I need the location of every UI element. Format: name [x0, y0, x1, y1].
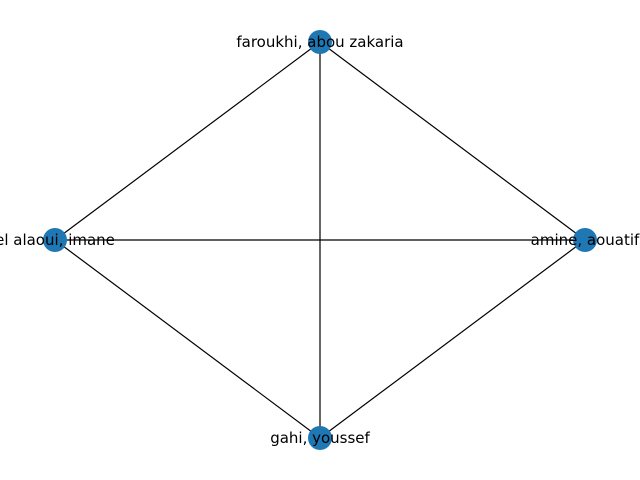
edge-farouk-alaoui — [54, 41, 321, 241]
node-farouk — [308, 30, 332, 54]
labels-layer: faroukhi, abou zakaria amine, aouatif gahi… — [0, 33, 640, 447]
edge-alaoui-gahi — [54, 239, 321, 439]
nodes-layer — [43, 30, 597, 450]
node-label-amine: amine, aouatif — [531, 231, 640, 249]
node-gahi — [308, 426, 332, 450]
node-alaoui — [43, 228, 67, 252]
edges-layer — [54, 41, 586, 439]
node-amine — [573, 228, 597, 252]
edge-farouk-amine — [319, 41, 586, 241]
node-label-gahi: gahi, youssef — [270, 429, 370, 447]
node-label-alaoui: el alaoui, imane — [0, 231, 115, 249]
node-label-farouk: faroukhi, abou zakaria — [236, 33, 403, 51]
edge-amine-gahi — [319, 239, 586, 439]
